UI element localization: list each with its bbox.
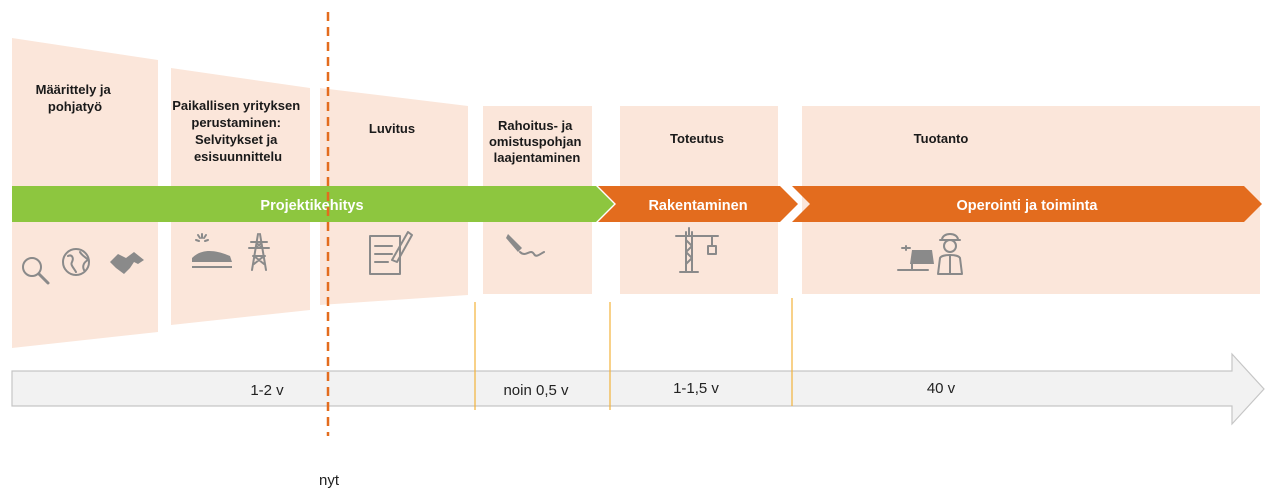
band-operointi [792, 186, 1262, 222]
phase-6-title: Tuotanto [914, 131, 969, 146]
now-label: nyt [319, 472, 340, 489]
band-rakentaminen [598, 186, 798, 222]
pen-signature-icon [506, 234, 545, 257]
duration-2: noin 0,5 v [503, 382, 569, 399]
phase-4-title: Rahoitus- ja omistuspohjan laajentaminen [489, 118, 585, 165]
phase-1-title: Määrittely ja pohjatyö [36, 82, 115, 114]
globe-icon [62, 248, 90, 276]
document-pen-icon [369, 231, 413, 275]
band-rakentaminen-label: Rakentaminen [648, 198, 747, 214]
timeline-arrow [11, 352, 1265, 426]
band-projektikehitys-label: Projektikehitys [260, 198, 363, 214]
construction-crane-icon [675, 227, 719, 273]
band-projektikehitys [12, 186, 614, 222]
duration-3: 1-1,5 v [673, 380, 719, 397]
phase-2-title: Paikallisen yrityksen perustaminen: Selv… [172, 98, 304, 164]
worker-icon [937, 233, 963, 275]
phase-dividers [474, 298, 793, 410]
magnifier-icon [22, 257, 50, 285]
phase-3-title: Luvitus [369, 121, 415, 136]
landscape-sun-icon [192, 233, 232, 268]
duration-4: 40 v [927, 380, 956, 397]
duration-1: 1-2 v [250, 382, 284, 399]
phase-5-title: Toteutus [670, 131, 724, 146]
solar-panel-icon [897, 245, 934, 271]
handshake-icon [110, 252, 144, 274]
band-operointi-label: Operointi ja toiminta [957, 198, 1099, 214]
power-pylon-icon [248, 233, 270, 271]
